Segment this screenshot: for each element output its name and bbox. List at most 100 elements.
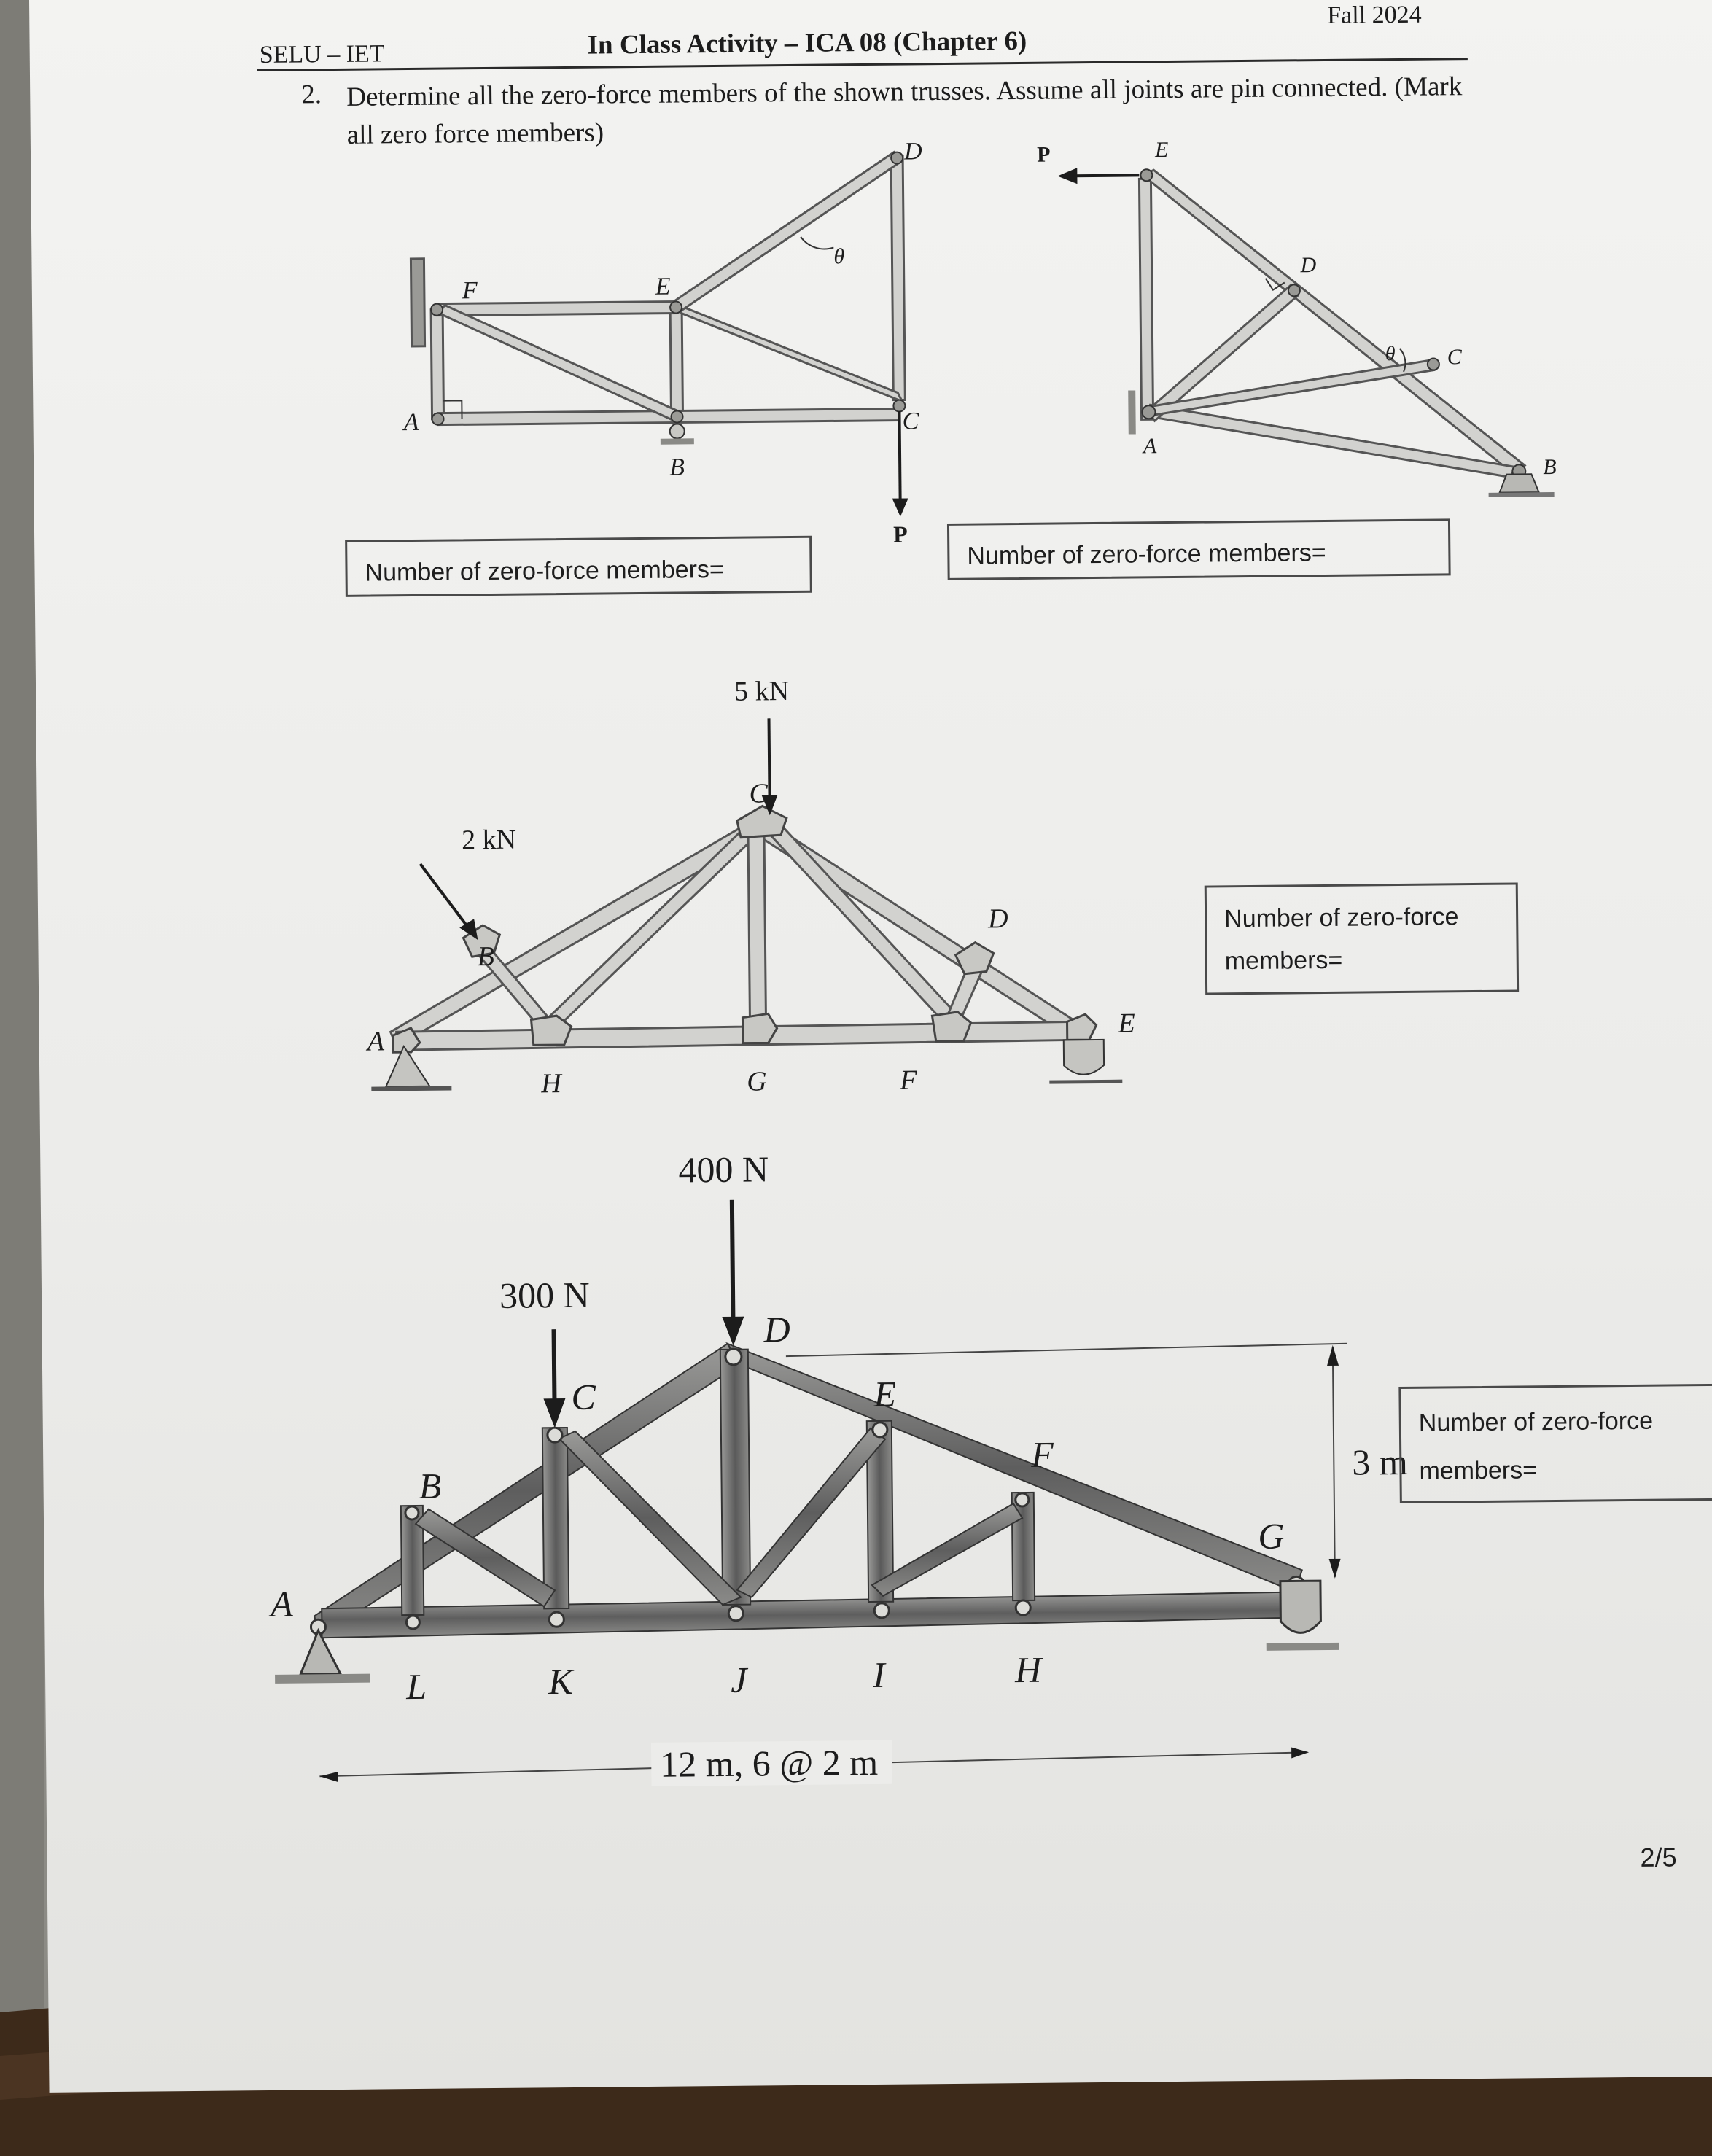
answer-box-truss-2[interactable]: Number of zero-force members= <box>946 518 1451 580</box>
gusset-a <box>392 1027 421 1054</box>
load-300n-head <box>543 1398 566 1428</box>
load-arrow-head <box>1057 168 1078 184</box>
member-ei <box>865 1420 895 1603</box>
load-5kn-head <box>761 795 778 816</box>
gusset-g <box>741 1012 779 1045</box>
member-ck <box>541 1426 570 1610</box>
member-eb <box>1140 168 1527 476</box>
joint-label-f: F <box>899 1065 917 1095</box>
truss-figure-2: θ P E D C A B <box>1037 138 1557 497</box>
worksheet-page: SELU – IET In Class Activity – ICA 08 (C… <box>29 0 1712 2093</box>
joint-label-l: L <box>405 1666 427 1707</box>
member-dj <box>719 1348 752 1606</box>
page-number: 2/5 <box>1640 1842 1677 1872</box>
member-fb <box>437 303 682 423</box>
rocker-support-e <box>1062 1038 1105 1075</box>
answer-label-truss-3-line2: members= <box>1224 946 1343 976</box>
span-arrow-right <box>1291 1747 1310 1759</box>
joint-label-d: D <box>763 1309 790 1350</box>
ground-a <box>275 1673 370 1684</box>
load-arrow-head <box>892 498 908 517</box>
joint-label-a: A <box>1142 434 1157 458</box>
load-label-p: P <box>1037 143 1051 167</box>
joint-label-b: B <box>419 1466 441 1506</box>
answer-box-truss-3[interactable]: Number of zero-force members= <box>1204 882 1520 995</box>
truss-figure-4: 400 N 300 N 3 m 12 m, 6 @ 2 m D C E F B … <box>268 1148 1408 1786</box>
joint-label-d: D <box>1299 253 1316 277</box>
member-bottom <box>321 1591 1307 1639</box>
activity-title: In Class Activity – ICA 08 (Chapter 6) <box>587 26 1027 61</box>
gusset-h <box>529 1014 573 1046</box>
joint-label-d: D <box>987 903 1008 934</box>
joint-label-g: G <box>747 1066 767 1097</box>
pin-support-a <box>1128 390 1136 435</box>
member-ej <box>736 1427 887 1598</box>
load-label-2kn: 2 kN <box>462 825 516 856</box>
member-dc <box>890 154 906 402</box>
answer-box-truss-4[interactable]: Number of zero-force members= <box>1398 1383 1712 1504</box>
member-ed <box>672 150 902 314</box>
pin-support-b <box>1498 473 1541 494</box>
joint-label-a: A <box>365 1026 385 1056</box>
truss-figure-3: 5 kN 2 kN C B D E A H G F <box>365 676 1135 1099</box>
member-ab <box>436 409 680 427</box>
angle-arc <box>800 236 834 250</box>
height-arrow-top <box>1327 1344 1339 1366</box>
answer-label-truss-4-line1: Number of zero-force <box>1418 1406 1654 1437</box>
ground-g <box>1266 1642 1339 1651</box>
angle-arc <box>1398 348 1406 373</box>
gusset-d <box>954 941 995 976</box>
member-cg <box>747 826 768 1027</box>
joint-label-a: A <box>268 1584 294 1624</box>
load-300n-shaft <box>551 1329 557 1403</box>
load-400n-shaft <box>729 1199 736 1320</box>
load-label-400n: 400 N <box>678 1148 769 1190</box>
member-bottom <box>395 1020 1083 1051</box>
gusset-c <box>736 804 788 839</box>
joint-label-b: B <box>669 454 685 480</box>
load-label-5kn: 5 kN <box>734 676 789 707</box>
answer-box-truss-1[interactable]: Number of zero-force members= <box>345 535 812 597</box>
load-arrow-shaft <box>898 410 902 502</box>
load-2kn-shaft <box>419 863 470 929</box>
roller-ground <box>660 438 694 445</box>
joint-label-c: C <box>749 778 768 809</box>
joint-label-e: E <box>655 273 671 300</box>
answer-label-truss-4-line2: members= <box>1419 1456 1538 1485</box>
truss-3-members <box>389 815 1083 1051</box>
answer-label-truss-1: Number of zero-force members= <box>365 555 724 587</box>
load-arrow-shaft <box>1073 174 1140 178</box>
joint-label-h: H <box>540 1068 563 1099</box>
joint-label-e: E <box>873 1374 896 1414</box>
member-cj <box>558 1430 742 1606</box>
span-arrow-left <box>319 1772 338 1783</box>
member-cf <box>758 815 960 1024</box>
truss-1-members <box>409 150 906 427</box>
right-angle-mark <box>1264 278 1285 292</box>
truss-figure-1: θ F E D C A B P <box>402 138 922 547</box>
load-5kn-shaft <box>767 718 771 799</box>
ground-a <box>371 1086 452 1091</box>
joint-label-b: B <box>477 941 494 972</box>
gusset-e <box>1066 1013 1098 1041</box>
joint-label-e: E <box>1154 138 1169 162</box>
angle-theta-label: θ <box>833 244 844 268</box>
truss-3-gusset-plates <box>392 804 1098 1054</box>
joint-label-f: F <box>1030 1434 1054 1475</box>
load-label-p: P <box>893 521 908 547</box>
load-400n-head <box>722 1316 744 1346</box>
truss-1-pins <box>430 151 906 426</box>
ground-b <box>1488 491 1555 497</box>
joint-label-c: C <box>571 1377 596 1417</box>
truss-2-pins <box>1140 168 1527 479</box>
joint-label-i: I <box>872 1654 887 1695</box>
span-label-bg <box>650 1740 892 1786</box>
height-label: 3 m <box>1352 1441 1408 1483</box>
joint-label-b: B <box>1543 455 1557 479</box>
load-label-300n: 300 N <box>499 1274 590 1316</box>
joint-label-a: A <box>402 409 419 436</box>
member-top-left <box>389 815 770 1048</box>
truss-2-members <box>1137 168 1527 479</box>
member-bc <box>675 408 901 424</box>
term-label: Fall 2024 <box>1327 1 1422 29</box>
